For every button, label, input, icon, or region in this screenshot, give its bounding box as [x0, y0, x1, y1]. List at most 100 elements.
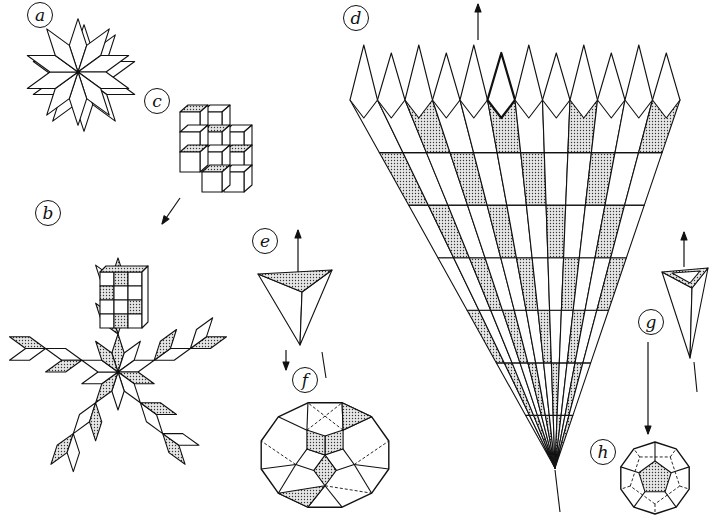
- arrow-line: [162, 198, 180, 224]
- rhombus-star: [118, 360, 154, 372]
- rhombus-arm-side: [163, 434, 199, 446]
- rhombus-arm-side: [10, 349, 46, 361]
- rhombus-arm-side: [190, 318, 212, 349]
- hidden-edge: [680, 486, 690, 489]
- pyramid-inner-top: [672, 271, 700, 283]
- rhombus-tip: [515, 45, 543, 118]
- rhombus-tip: [543, 53, 571, 118]
- edge-line: [354, 465, 389, 469]
- pyramid-top: [662, 268, 708, 288]
- prism-top: [100, 266, 148, 272]
- hidden-edge: [308, 403, 343, 430]
- cone-cell: [544, 153, 568, 206]
- rhombus-tip: [405, 45, 433, 118]
- square-face: [128, 300, 142, 314]
- edge-line: [634, 492, 645, 507]
- callout-letter: d: [351, 10, 362, 27]
- axis-line: [555, 470, 560, 512]
- rhombus-arm-side: [67, 434, 79, 472]
- rhombus-arm-side: [154, 330, 176, 361]
- rhombus-tip: [433, 53, 461, 118]
- rhombus-tip: [460, 45, 488, 118]
- arrow-line: [647, 342, 648, 434]
- prism-side: [142, 266, 148, 328]
- callout-letter: a: [35, 7, 45, 24]
- cone-cell: [555, 415, 573, 468]
- cone-cell: [526, 415, 555, 468]
- rhombus-tip: [350, 45, 378, 118]
- rhombus-tip: [378, 53, 406, 118]
- callout-letter: g: [646, 314, 657, 331]
- hidden-edge: [670, 449, 676, 457]
- callout-circle: g: [638, 309, 664, 335]
- cone-cell: [546, 205, 566, 258]
- callout-letter: c: [152, 93, 162, 110]
- hidden-edge: [634, 449, 640, 457]
- rhombus-star: [47, 29, 78, 72]
- rhombus-tip: [653, 53, 681, 118]
- edge-line: [306, 403, 308, 430]
- callout-circle: d: [343, 5, 369, 31]
- rhombus-arm-side: [140, 403, 176, 415]
- shaded-face: [278, 486, 325, 508]
- edge-line: [278, 465, 295, 494]
- arrow-head: [283, 362, 289, 370]
- rhombus-star: [96, 341, 118, 372]
- square-face: [100, 300, 114, 314]
- square-face: [114, 300, 128, 314]
- rhombus-tip: [488, 53, 516, 118]
- cone-cell: [521, 153, 546, 206]
- edge-line: [278, 417, 307, 430]
- cone-cell: [611, 205, 645, 258]
- arrow-head: [475, 4, 481, 12]
- square-face: [100, 286, 114, 300]
- arrow-head: [681, 232, 687, 240]
- cone-cell: [530, 415, 555, 468]
- rhombus-arm: [10, 337, 46, 349]
- cube-side: [244, 165, 252, 192]
- square-face: [128, 286, 142, 300]
- shaded-face: [342, 403, 372, 430]
- pyramid-top: [258, 270, 332, 292]
- callout-circle: a: [27, 2, 53, 28]
- hidden-edge: [621, 486, 631, 489]
- cube-side: [222, 165, 230, 192]
- callout-circle: f: [292, 367, 318, 393]
- edge-line: [261, 465, 296, 469]
- rhombus-tip: [598, 53, 626, 118]
- rhombus-tip: [625, 45, 653, 118]
- hidden-edge: [655, 504, 656, 514]
- callout-letter: f: [302, 372, 308, 389]
- hidden-edge: [261, 441, 296, 464]
- callout-circle: b: [35, 200, 61, 226]
- callout-circle: h: [590, 439, 616, 465]
- edge-line: [654, 442, 655, 461]
- square-face: [128, 314, 142, 328]
- cone-cell: [583, 310, 609, 363]
- rhombus-arm: [46, 349, 82, 361]
- square-face: [114, 286, 128, 300]
- edge-line: [621, 467, 639, 473]
- callout-letter: e: [260, 233, 270, 250]
- edge-line: [665, 492, 676, 507]
- callout-letter: b: [43, 205, 54, 222]
- rhombus-star: [27, 72, 78, 89]
- cube-front: [202, 172, 222, 192]
- cone-cell: [534, 415, 555, 468]
- square-face: [114, 272, 128, 286]
- rhombus-arm-side: [90, 403, 102, 441]
- callout-letter: h: [598, 444, 609, 461]
- hidden-edge: [325, 486, 372, 493]
- polyhedron-outline: [261, 403, 389, 507]
- axis-line: [322, 352, 326, 378]
- axis-line: [694, 362, 697, 392]
- hidden-edge: [307, 403, 342, 430]
- square-face: [100, 272, 114, 286]
- arrow-head: [162, 216, 169, 224]
- pentagon-face: [639, 461, 671, 492]
- callout-circle: e: [252, 228, 278, 254]
- cube-front: [180, 152, 200, 172]
- arrow-head: [295, 230, 301, 238]
- polyhedron-outline: [621, 442, 689, 514]
- edge-line: [671, 467, 689, 473]
